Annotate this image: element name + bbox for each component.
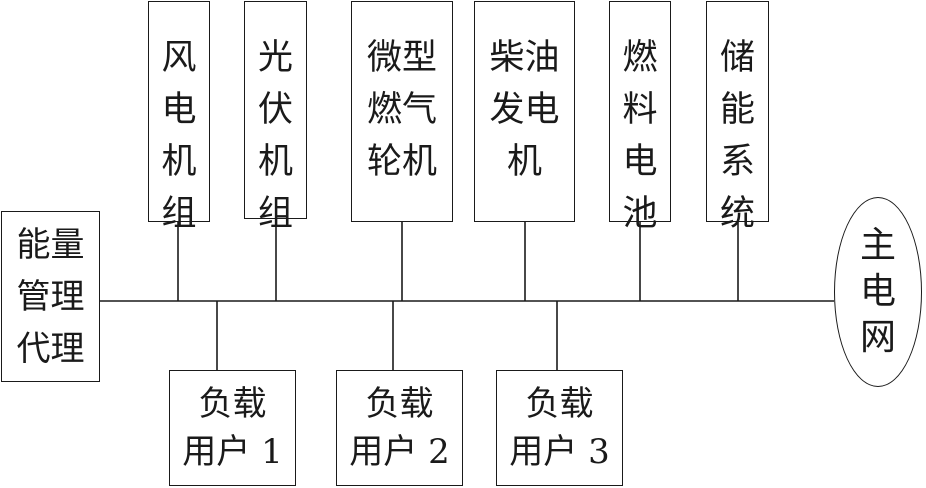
storage-label-4: 统 [719, 194, 755, 234]
microturbine-label-2: 燃气 [366, 90, 437, 130]
grid-label-1: 主 [859, 225, 896, 266]
load1-label-1: 负载 [198, 384, 267, 424]
wind-turbine-box: 风 电 机 组 [148, 1, 210, 234]
load3-label-2: 用户 3 [509, 432, 610, 472]
storage-label-2: 能 [719, 90, 755, 130]
grid-label-3: 网 [859, 317, 896, 358]
load1-label-2: 用户 1 [182, 432, 283, 472]
agent-label-3: 代理 [16, 328, 85, 369]
microturbine-box: 微型 燃气 轮机 [351, 1, 453, 222]
storage-label-1: 储 [719, 38, 755, 78]
fuel-cell-box: 燃 料 电 池 [609, 1, 671, 234]
fuelcell-label-2: 料 [622, 90, 658, 130]
diesel-generator-box: 柴油 发电 机 [474, 1, 575, 222]
pv-label-4: 组 [257, 194, 293, 234]
load3-label-1: 负载 [525, 384, 594, 424]
diesel-label-2: 发电 [489, 90, 560, 130]
storage-label-3: 系 [719, 142, 755, 182]
grid-label-2: 电 [859, 271, 896, 312]
pv-label-3: 机 [257, 142, 293, 182]
pv-label-2: 伏 [257, 90, 293, 130]
diesel-label-3: 机 [506, 142, 542, 182]
load2-label-1: 负载 [365, 384, 434, 424]
fuelcell-label-4: 池 [622, 194, 658, 234]
pv-array-box: 光 伏 机 组 [244, 1, 307, 234]
load-user-3-box: 负载 用户 3 [496, 370, 623, 486]
main-grid-ellipse: 主 电 网 [834, 197, 922, 387]
energy-storage-box: 储 能 系 统 [706, 1, 769, 234]
fuelcell-label-3: 电 [622, 142, 658, 182]
pv-label-1: 光 [257, 38, 293, 78]
diesel-label-1: 柴油 [489, 38, 560, 78]
wind-label-1: 风 [161, 38, 197, 78]
fuelcell-label-1: 燃 [622, 38, 658, 78]
load-user-2-box: 负载 用户 2 [336, 370, 463, 486]
microturbine-label-1: 微型 [366, 38, 437, 78]
agent-label-2: 管理 [16, 276, 85, 317]
energy-management-agent-box: 能量 管理 代理 [1, 211, 100, 382]
wind-label-3: 机 [161, 142, 197, 182]
wind-label-4: 组 [161, 194, 197, 234]
load2-label-2: 用户 2 [349, 432, 450, 472]
load-user-1-box: 负载 用户 1 [169, 370, 296, 486]
wind-label-2: 电 [161, 90, 197, 130]
agent-label-1: 能量 [16, 224, 85, 265]
microturbine-label-3: 轮机 [366, 142, 437, 182]
